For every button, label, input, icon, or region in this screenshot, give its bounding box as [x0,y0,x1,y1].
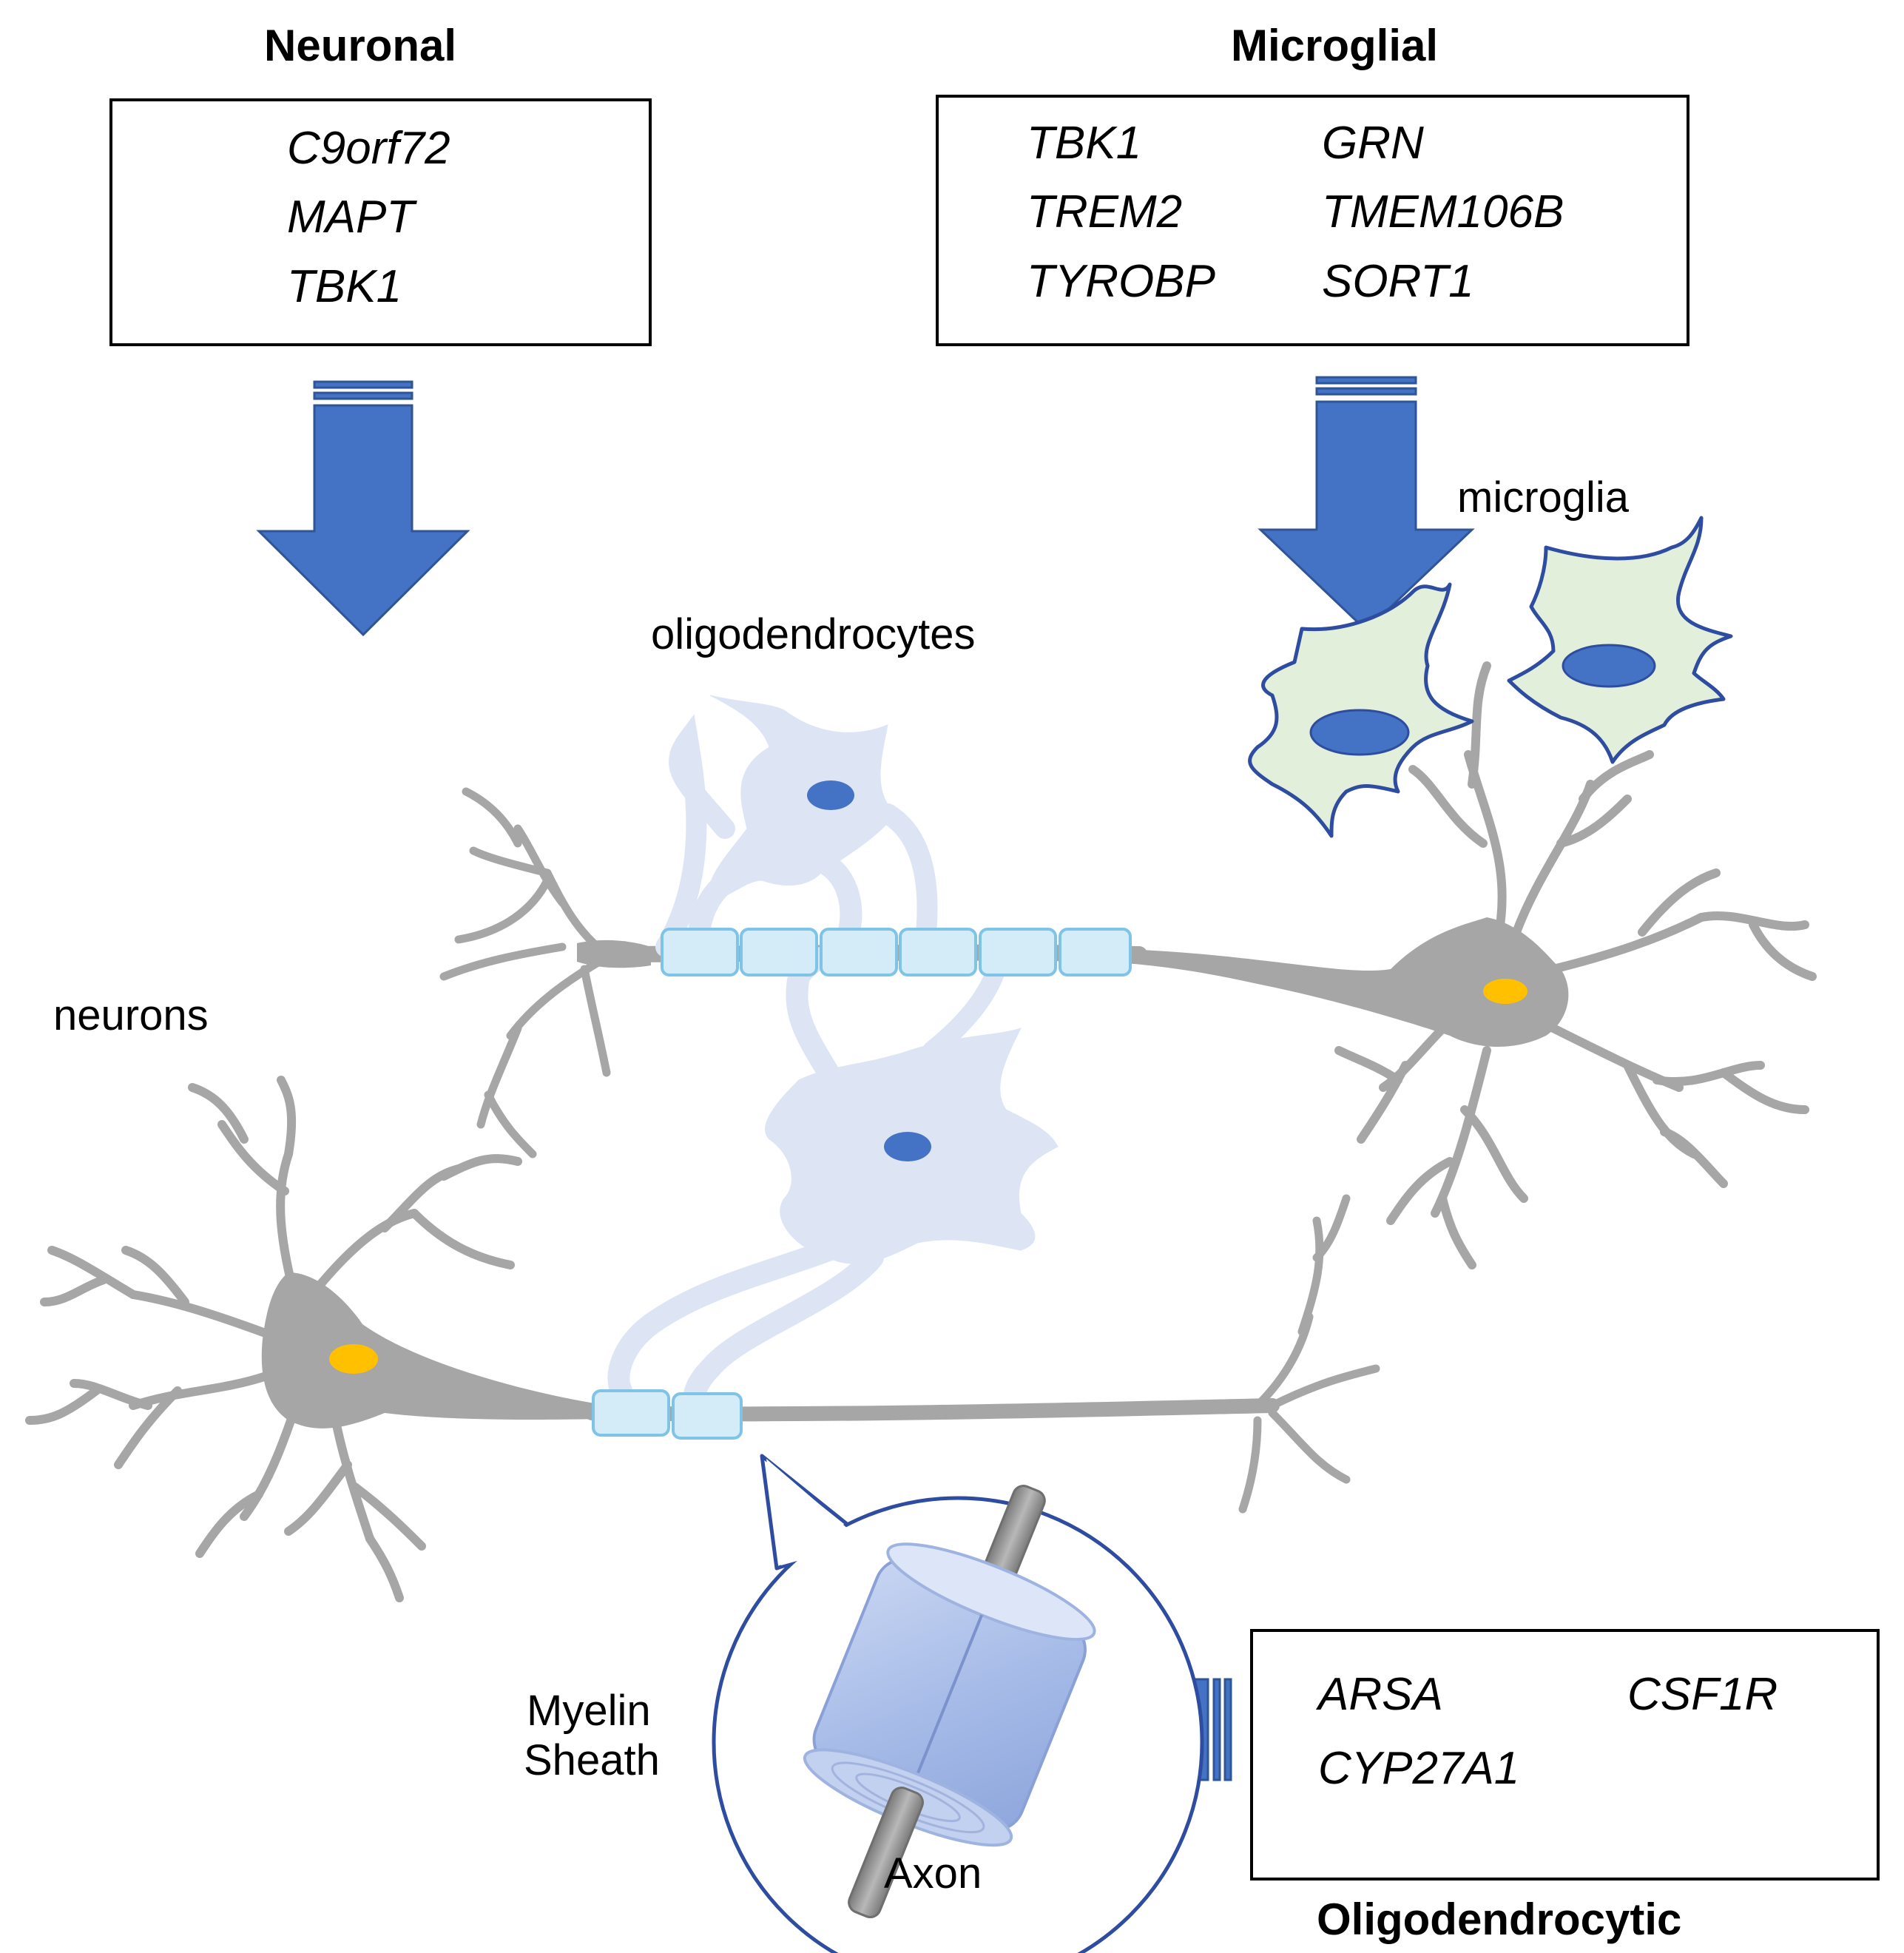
axon-start-top [439,787,611,1158]
axon-cylinder-illustration [803,1485,1096,1918]
neuron-left-nucleus [329,1344,378,1374]
oligodendrocyte-middle [607,943,1059,1417]
neuronal-gene: C9orf72 [287,123,450,174]
myelin-label-line2: Sheath [524,1736,660,1784]
oligodendrocytic-gene: CSF1R [1627,1669,1778,1720]
oligodendrocytic-heading: Oligodendrocytic [1317,1895,1682,1944]
microglia-cell-right [1507,516,1733,764]
neuron-right [1334,661,1817,1269]
neurons-label: neurons [53,991,209,1039]
neuronal-gene-box [109,98,652,346]
microglia-cell-left [1248,582,1474,838]
microglial-gene-box [936,95,1689,346]
microglia-label: microglia [1457,473,1630,522]
oligodendrocytic-gene: CYP27A1 [1318,1743,1520,1794]
oligodendrocyte-top [655,695,938,965]
neuron-right-body [1124,917,1569,1047]
microglial-gene: TREM2 [1027,186,1183,237]
microglial-gene: TMEM106B [1322,186,1564,237]
oligodendrocyte-middle-nucleus [884,1132,931,1161]
axon-start-body [577,940,651,968]
myelin-segments-top [661,928,1132,976]
neuronal-heading: Neuronal [264,21,457,70]
myelin-label-line1: Myelin [527,1687,651,1735]
microglial-heading: Microglial [1231,21,1439,70]
oligodendrocytic-gene-box [1250,1629,1880,1881]
myelin-sheath-label: Myelin Sheath [524,1687,660,1785]
oligodendrocyte-top-nucleus [807,780,854,810]
oligodendrocytes-label: oligodendrocytes [651,610,976,658]
neuronal-arrow [256,380,470,637]
microglial-gene: TYROBP [1027,256,1215,307]
neuronal-gene: TBK1 [287,261,402,312]
microglial-gene: SORT1 [1322,256,1474,307]
microglial-gene: TBK1 [1027,118,1142,169]
oligodendrocytic-gene: ARSA [1318,1669,1443,1720]
neuronal-gene: MAPT [287,192,415,243]
axon-label: Axon [884,1849,982,1898]
axon-terminal-bottom [1238,1194,1380,1514]
microglial-arrow [1257,376,1475,633]
neuron-left-body [261,1272,599,1429]
myelin-segments-bottom [592,1389,743,1440]
microglial-gene: GRN [1322,118,1424,169]
neuron-right-nucleus [1483,979,1527,1004]
